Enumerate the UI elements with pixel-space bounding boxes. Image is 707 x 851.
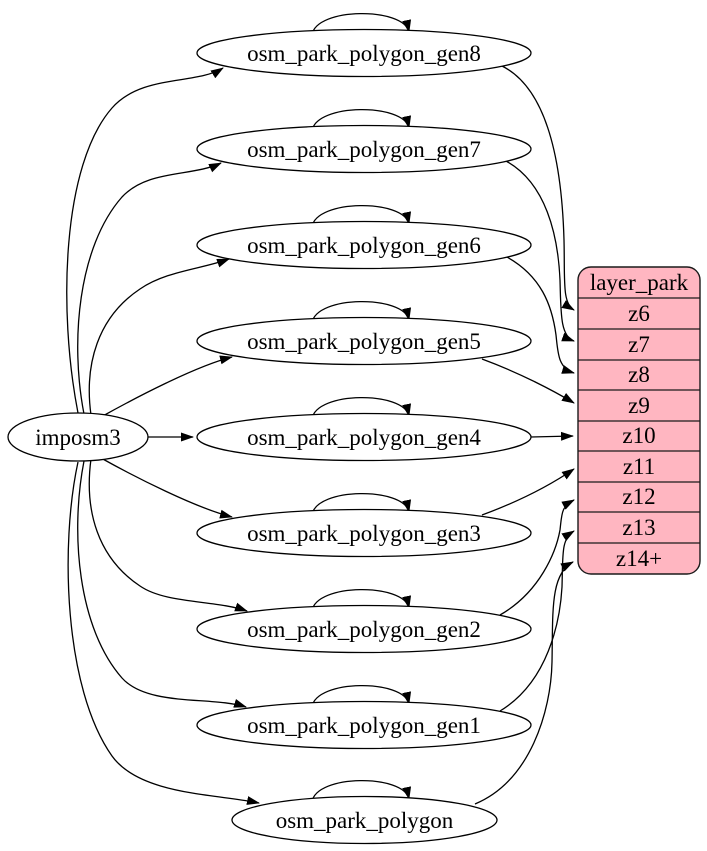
edge-osm_park_polygon_gen3-to-z11 [481, 468, 575, 516]
table-label: osm_park_polygon_gen4 [247, 425, 481, 450]
node-osm_park_polygon_gen5: osm_park_polygon_gen5 [196, 316, 532, 366]
imposm3-ellipse [7, 412, 149, 462]
layer-row-z9: z9 [628, 393, 650, 418]
node-imposm3: imposm3 [7, 412, 149, 462]
table-ellipse [196, 412, 532, 462]
table-label: osm_park_polygon_gen5 [247, 329, 481, 354]
table-label: osm_park_polygon_gen8 [247, 41, 481, 66]
node-osm_park_polygon_gen6: osm_park_polygon_gen6 [196, 220, 532, 270]
layer-row-z11: z11 [623, 454, 655, 479]
self-loop-osm_park_polygon_gen5 [311, 300, 412, 324]
edge-imposm3-to-osm_park_polygon_gen8 [66, 67, 224, 414]
self-loop-osm_park_polygon_gen1 [311, 684, 412, 708]
table-label: osm_park_polygon_gen1 [247, 713, 481, 738]
edge-osm_park_polygon_gen4-to-z10 [530, 431, 574, 441]
self-loop-osm_park_polygon_gen7 [311, 108, 412, 132]
edge-osm_park_polygon_gen6-to-z8 [506, 256, 575, 374]
imposm3-label: imposm3 [35, 425, 121, 450]
edges-to-layer-park [474, 65, 575, 805]
node-osm_park_polygon_gen4: osm_park_polygon_gen4 [196, 412, 532, 462]
table-ellipse [196, 700, 532, 750]
edge-osm_park_polygon_gen7-to-z7 [505, 160, 575, 342]
edge-osm_park_polygon_gen2-to-z12 [499, 499, 575, 616]
edge-osm_park_polygon_gen5-to-z9 [481, 358, 575, 404]
edges-from-imposm3 [66, 67, 260, 805]
table-label: osm_park_polygon_gen2 [247, 617, 481, 642]
layer-row-z8: z8 [628, 362, 650, 387]
edge-imposm3-to-osm_park_polygon_gen7 [77, 162, 222, 415]
node-layer-park: layer_park z6 z7 z8 z9 z10 z11 z12 z13 z… [577, 266, 701, 575]
edge-imposm3-to-osm_park_polygon_gen6 [88, 258, 230, 416]
edge-imposm3-to-osm_park_polygon_gen2 [88, 458, 248, 612]
self-loop-osm_park_polygon_gen6 [311, 204, 412, 228]
node-osm_park_polygon_gen1: osm_park_polygon_gen1 [196, 700, 532, 750]
layer-row-z12: z12 [622, 484, 655, 509]
table-ellipse [196, 508, 532, 558]
layer-row-z7: z7 [628, 332, 650, 357]
edge-osm_park_polygon_gen1-to-z13 [499, 530, 575, 712]
table-label: osm_park_polygon_gen6 [247, 233, 481, 258]
node-osm_park_polygon_gen8: osm_park_polygon_gen8 [196, 28, 532, 78]
self-loop-osm_park_polygon [311, 779, 412, 803]
edge-imposm3-to-osm_park_polygon_gen5 [100, 355, 233, 418]
edge-imposm3-to-osm_park_polygon [67, 461, 260, 805]
table-ellipse [231, 795, 498, 845]
node-osm_park_polygon_gen7: osm_park_polygon_gen7 [196, 124, 532, 174]
table-ellipse [196, 28, 532, 78]
node-osm_park_polygon: osm_park_polygon [231, 795, 498, 845]
layer-row-z14plus: z14+ [616, 546, 662, 571]
edge-imposm3-to-osm_park_polygon_gen3 [100, 457, 233, 519]
self-loop-osm_park_polygon_gen4 [311, 396, 412, 420]
layer-row-z13: z13 [622, 515, 655, 540]
node-osm_park_polygon_gen3: osm_park_polygon_gen3 [196, 508, 532, 558]
layer-park-header: layer_park [590, 270, 689, 295]
table-ellipse [196, 604, 532, 654]
edge-osm_park_polygon-to-z14plus [474, 561, 574, 805]
self-loop-osm_park_polygon_gen3 [311, 492, 412, 516]
table-ellipse [196, 220, 532, 270]
layer-row-z10: z10 [622, 423, 655, 448]
table-ellipse [196, 316, 532, 366]
self-loop-osm_park_polygon_gen8 [311, 12, 412, 36]
node-osm_park_polygon_gen2: osm_park_polygon_gen2 [196, 604, 532, 654]
self-loop-osm_park_polygon_gen2 [311, 588, 412, 612]
self-loops [311, 12, 412, 803]
table-label: osm_park_polygon_gen7 [247, 137, 481, 162]
edge-osm_park_polygon_gen8-to-z6 [501, 65, 575, 311]
layer-row-z6: z6 [628, 301, 650, 326]
edge-imposm3-to-osm_park_polygon_gen1 [77, 460, 247, 708]
table-label: osm_park_polygon [276, 808, 454, 833]
table-ellipse [196, 124, 532, 174]
table-label: osm_park_polygon_gen3 [247, 521, 481, 546]
